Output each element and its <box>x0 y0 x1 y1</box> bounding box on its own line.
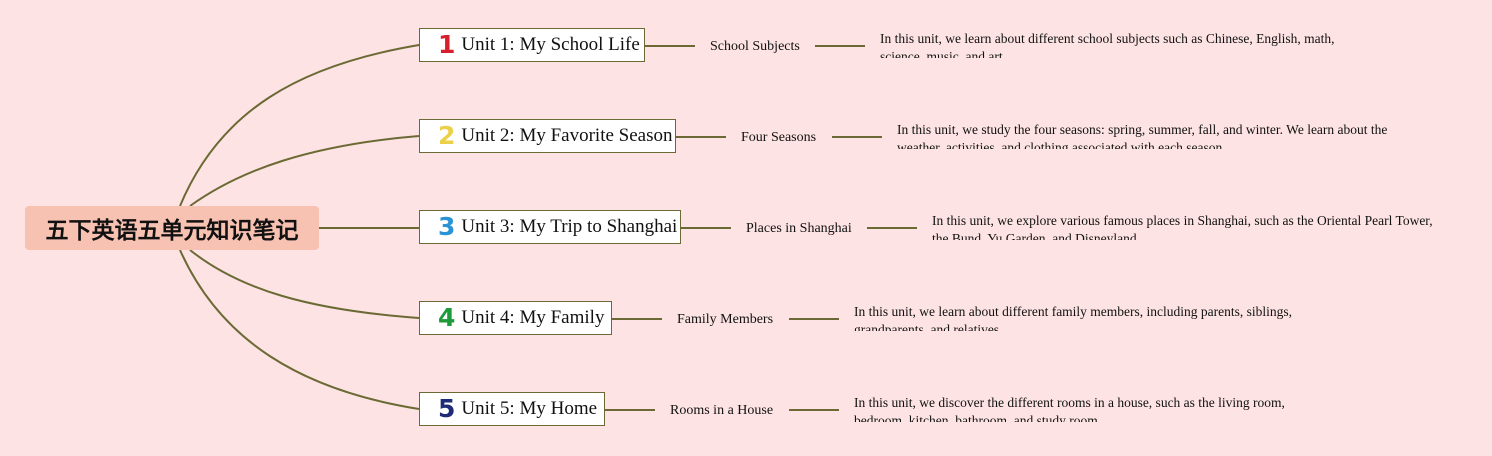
number-2-icon: 2 <box>438 121 456 150</box>
number-4-icon: 4 <box>438 303 456 332</box>
topic-node-3[interactable]: Places in Shanghai <box>746 221 852 236</box>
unit-node-4[interactable]: 4 Unit 4: My Family <box>419 301 612 335</box>
unit-title: Unit 2: My Favorite Season <box>461 125 673 146</box>
description-node-3: In this unit, we explore various famous … <box>932 213 1433 240</box>
topic-node-2[interactable]: Four Seasons <box>741 130 817 145</box>
branch-line-unit-4 <box>189 249 420 319</box>
topic-node-4[interactable]: Family Members <box>677 312 774 327</box>
unit-title: Unit 1: My School Life <box>461 34 640 55</box>
unit-node-3[interactable]: 3 Unit 3: My Trip to Shanghai <box>419 210 681 244</box>
number-1-icon: 1 <box>438 30 456 59</box>
unit-title: Unit 3: My Trip to Shanghai <box>461 216 678 237</box>
root-node[interactable]: 五下英语五单元知识笔记 <box>25 206 319 250</box>
unit-title: Unit 4: My Family <box>461 307 605 328</box>
topic-node-1[interactable]: School Subjects <box>710 39 800 54</box>
description-node-5: In this unit, we discover the different … <box>854 395 1285 422</box>
unit-node-1[interactable]: 1 Unit 1: My School Life <box>419 28 645 62</box>
unit-node-5[interactable]: 5 Unit 5: My Home <box>419 392 605 426</box>
number-3-icon: 3 <box>438 212 456 241</box>
branch-line-unit-2 <box>189 135 420 207</box>
topic-node-5[interactable]: Rooms in a House <box>670 403 774 418</box>
root-label: 五下英语五单元知识笔记 <box>45 218 299 244</box>
description-node-1: In this unit, we learn about different s… <box>880 31 1335 58</box>
unit-node-2[interactable]: 2 Unit 2: My Favorite Season <box>419 119 676 153</box>
unit-title: Unit 5: My Home <box>461 398 598 419</box>
number-5-icon: 5 <box>438 394 456 423</box>
branch-line-unit-5 <box>179 249 420 410</box>
description-node-2: In this unit, we study the four seasons:… <box>897 122 1388 149</box>
description-node-4: In this unit, we learn about different f… <box>854 304 1293 331</box>
branch-line-unit-1 <box>179 44 420 207</box>
